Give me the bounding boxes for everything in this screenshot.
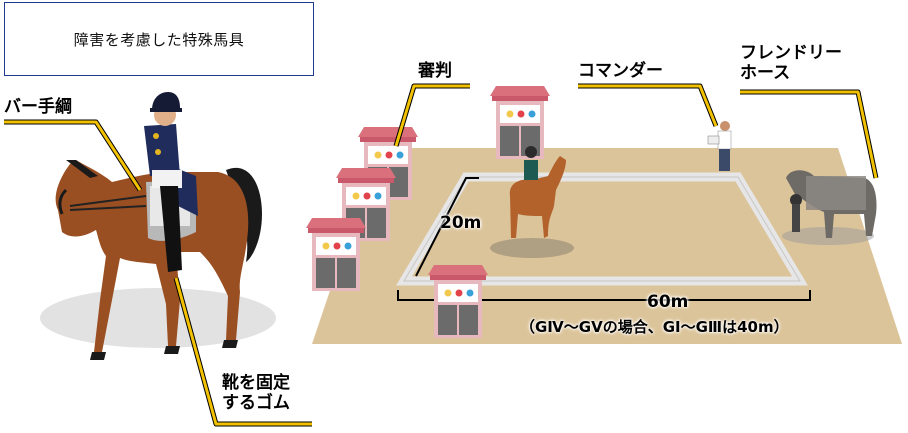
- callout-lines: [4, 83, 879, 427]
- diagram-title: 障害を考慮した特殊馬具: [73, 30, 245, 49]
- label-boot-rubber-line2: するゴム: [222, 392, 290, 413]
- rider-boot: [160, 186, 182, 272]
- label-friendly-horse: フレンドリー ホース: [740, 43, 842, 83]
- label-commander: コマンダー: [578, 61, 663, 81]
- label-friendly-horse-line2: ホース: [740, 62, 791, 83]
- rider-coat: [144, 124, 180, 176]
- dimension-width: 20m: [440, 213, 482, 233]
- dimension-note: （GⅣ～GⅤの場合、GⅠ～GⅢは40m）: [520, 318, 789, 336]
- judge-booth-back: [489, 85, 551, 160]
- label-bar-rein: バー手綱: [4, 97, 72, 117]
- judge-booth-left-3: [305, 217, 367, 292]
- dimension-length: 60m: [647, 292, 689, 312]
- label-boot-rubber: 靴を固定 するゴム: [222, 373, 290, 413]
- main-horse-rider: [40, 92, 276, 360]
- commander-figure: [707, 121, 732, 171]
- width-bracket: [415, 177, 479, 277]
- title-box: 障害を考慮した特殊馬具: [4, 2, 314, 76]
- friendly-horse: [782, 170, 877, 245]
- rider-hat: [152, 92, 180, 110]
- label-friendly-horse-line1: フレンドリー: [740, 43, 842, 63]
- label-judge: 審判: [418, 61, 452, 81]
- length-bracket: [397, 290, 811, 301]
- arena-horse-rider: [490, 146, 574, 258]
- label-boot-rubber-line1: 靴を固定: [222, 373, 290, 393]
- judge-booth-front: [427, 264, 489, 339]
